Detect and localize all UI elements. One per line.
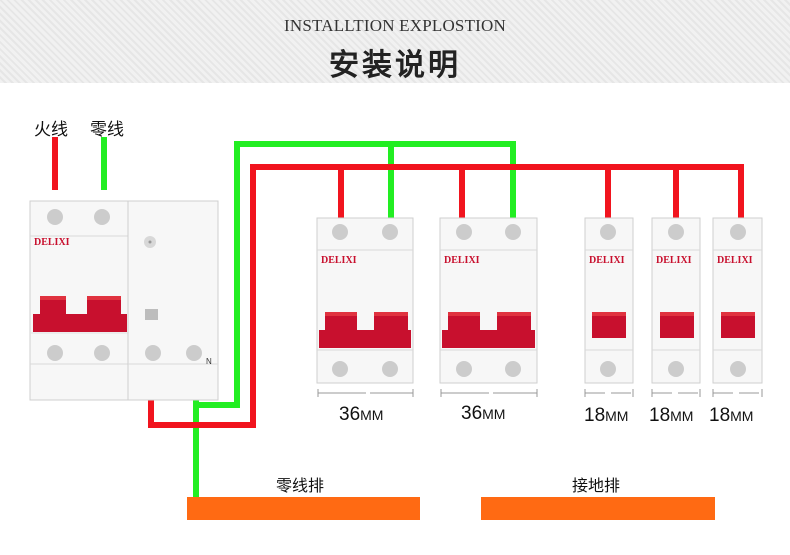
neutral-terminal-label: N (206, 357, 212, 366)
width-label-2p-2: 36MM (461, 403, 506, 424)
brand-logo-main: DELIXI (34, 237, 70, 248)
width-label-1p-1: 18MM (584, 405, 629, 426)
header-title: 安装说明 (329, 48, 461, 83)
width-label-1p-3: 18MM (709, 405, 754, 426)
neutral-busbar (187, 497, 420, 520)
neutral-wire-label: 零线 (90, 120, 124, 140)
breaker-1p-2 (651, 217, 701, 384)
breaker-2p-2 (439, 217, 538, 384)
neutral-busbar-label: 零线排 (276, 476, 325, 495)
main-breaker (29, 200, 129, 401)
leakage-module (127, 200, 219, 401)
width-label-1p-2: 18MM (649, 405, 694, 426)
header-subtitle: INSTALLTION EXPLOSTION (284, 16, 506, 35)
width-label-2p-1: 36MM (339, 404, 384, 425)
live-wiring (148, 164, 744, 428)
brand-logo-1p-1: DELIXI (589, 255, 625, 266)
breaker-1p-1 (584, 217, 634, 384)
live-wire-label: 火线 (34, 120, 68, 140)
brand-logo-1p-2: DELIXI (656, 255, 692, 266)
breaker-2p-1 (316, 217, 414, 384)
header-banner: INSTALLTION EXPLOSTION 安装说明 (0, 0, 790, 83)
breaker-1p-3 (712, 217, 763, 384)
brand-logo-2p-1: DELIXI (321, 255, 357, 266)
dimension-lines (317, 389, 763, 397)
brand-logo-1p-3: DELIXI (717, 255, 753, 266)
ground-busbar-label: 接地排 (572, 476, 621, 495)
brand-logo-2p-2: DELIXI (444, 255, 480, 266)
ground-busbar (481, 497, 715, 520)
